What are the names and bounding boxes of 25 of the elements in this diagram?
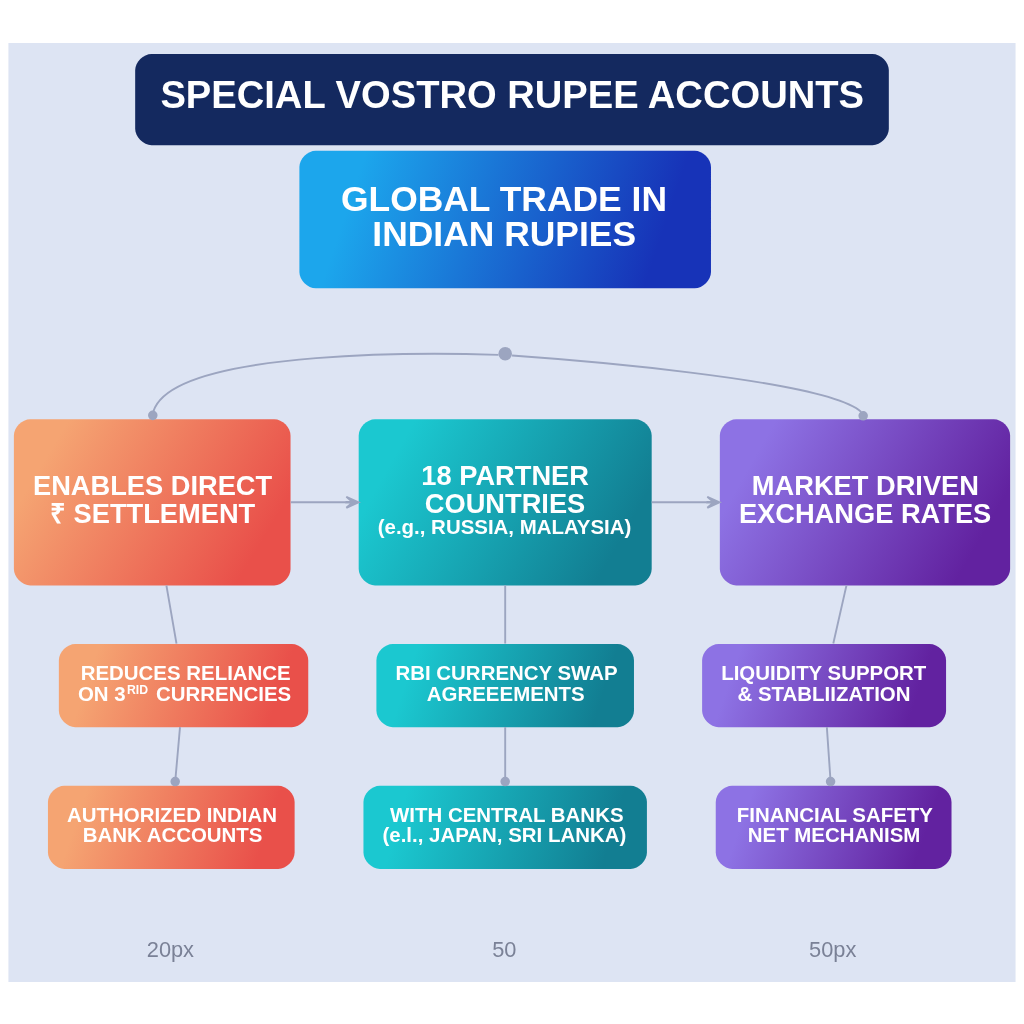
connector [165, 584, 178, 645]
node-box: RBI CURRENCY SWAP AGREEEMENTS [376, 643, 634, 727]
node-box: REDUCES RELIANCE ON 3$^{RID}$ CURRENCIES [58, 643, 309, 727]
node-box: ENABLES DIRECT ₹ SETTLEMENT [13, 418, 291, 585]
arrow [650, 495, 721, 509]
connector [170, 725, 181, 786]
node-box: AUTHORIZED INDIAN BANK ACCOUNTS [47, 785, 295, 869]
connector [832, 584, 848, 645]
connector [500, 725, 510, 786]
connector [504, 584, 507, 645]
node-box: GLOBAL TRADE IN INDIAN RUPIES [299, 150, 711, 288]
connector [148, 352, 500, 420]
node-box: FINANCIAL SAFETY NET MECHANISM [715, 785, 952, 869]
diagram-title: SPECIAL VOSTRO RUPEE ACCOUNTS [160, 72, 864, 116]
label: 50px [809, 936, 857, 962]
connector [825, 725, 836, 786]
node-box: 18 PARTNER COUNTRIES (e.g., RUSSIA, MALAYSIA) [358, 418, 652, 585]
node-box: LIQUIDITY SUPPORT & STABLIIZATION [702, 643, 947, 727]
node-circle [498, 346, 512, 361]
node-box: MARKET DRIVEN EXCHANGE RATES [719, 418, 1011, 585]
label: 50 [492, 936, 517, 962]
node-box: WITH CENTRAL BANKS (e.l., JAPAN, SRI LANKA) [363, 785, 647, 869]
connector [511, 354, 868, 421]
label: 20px [146, 936, 195, 962]
arrow [289, 495, 360, 509]
